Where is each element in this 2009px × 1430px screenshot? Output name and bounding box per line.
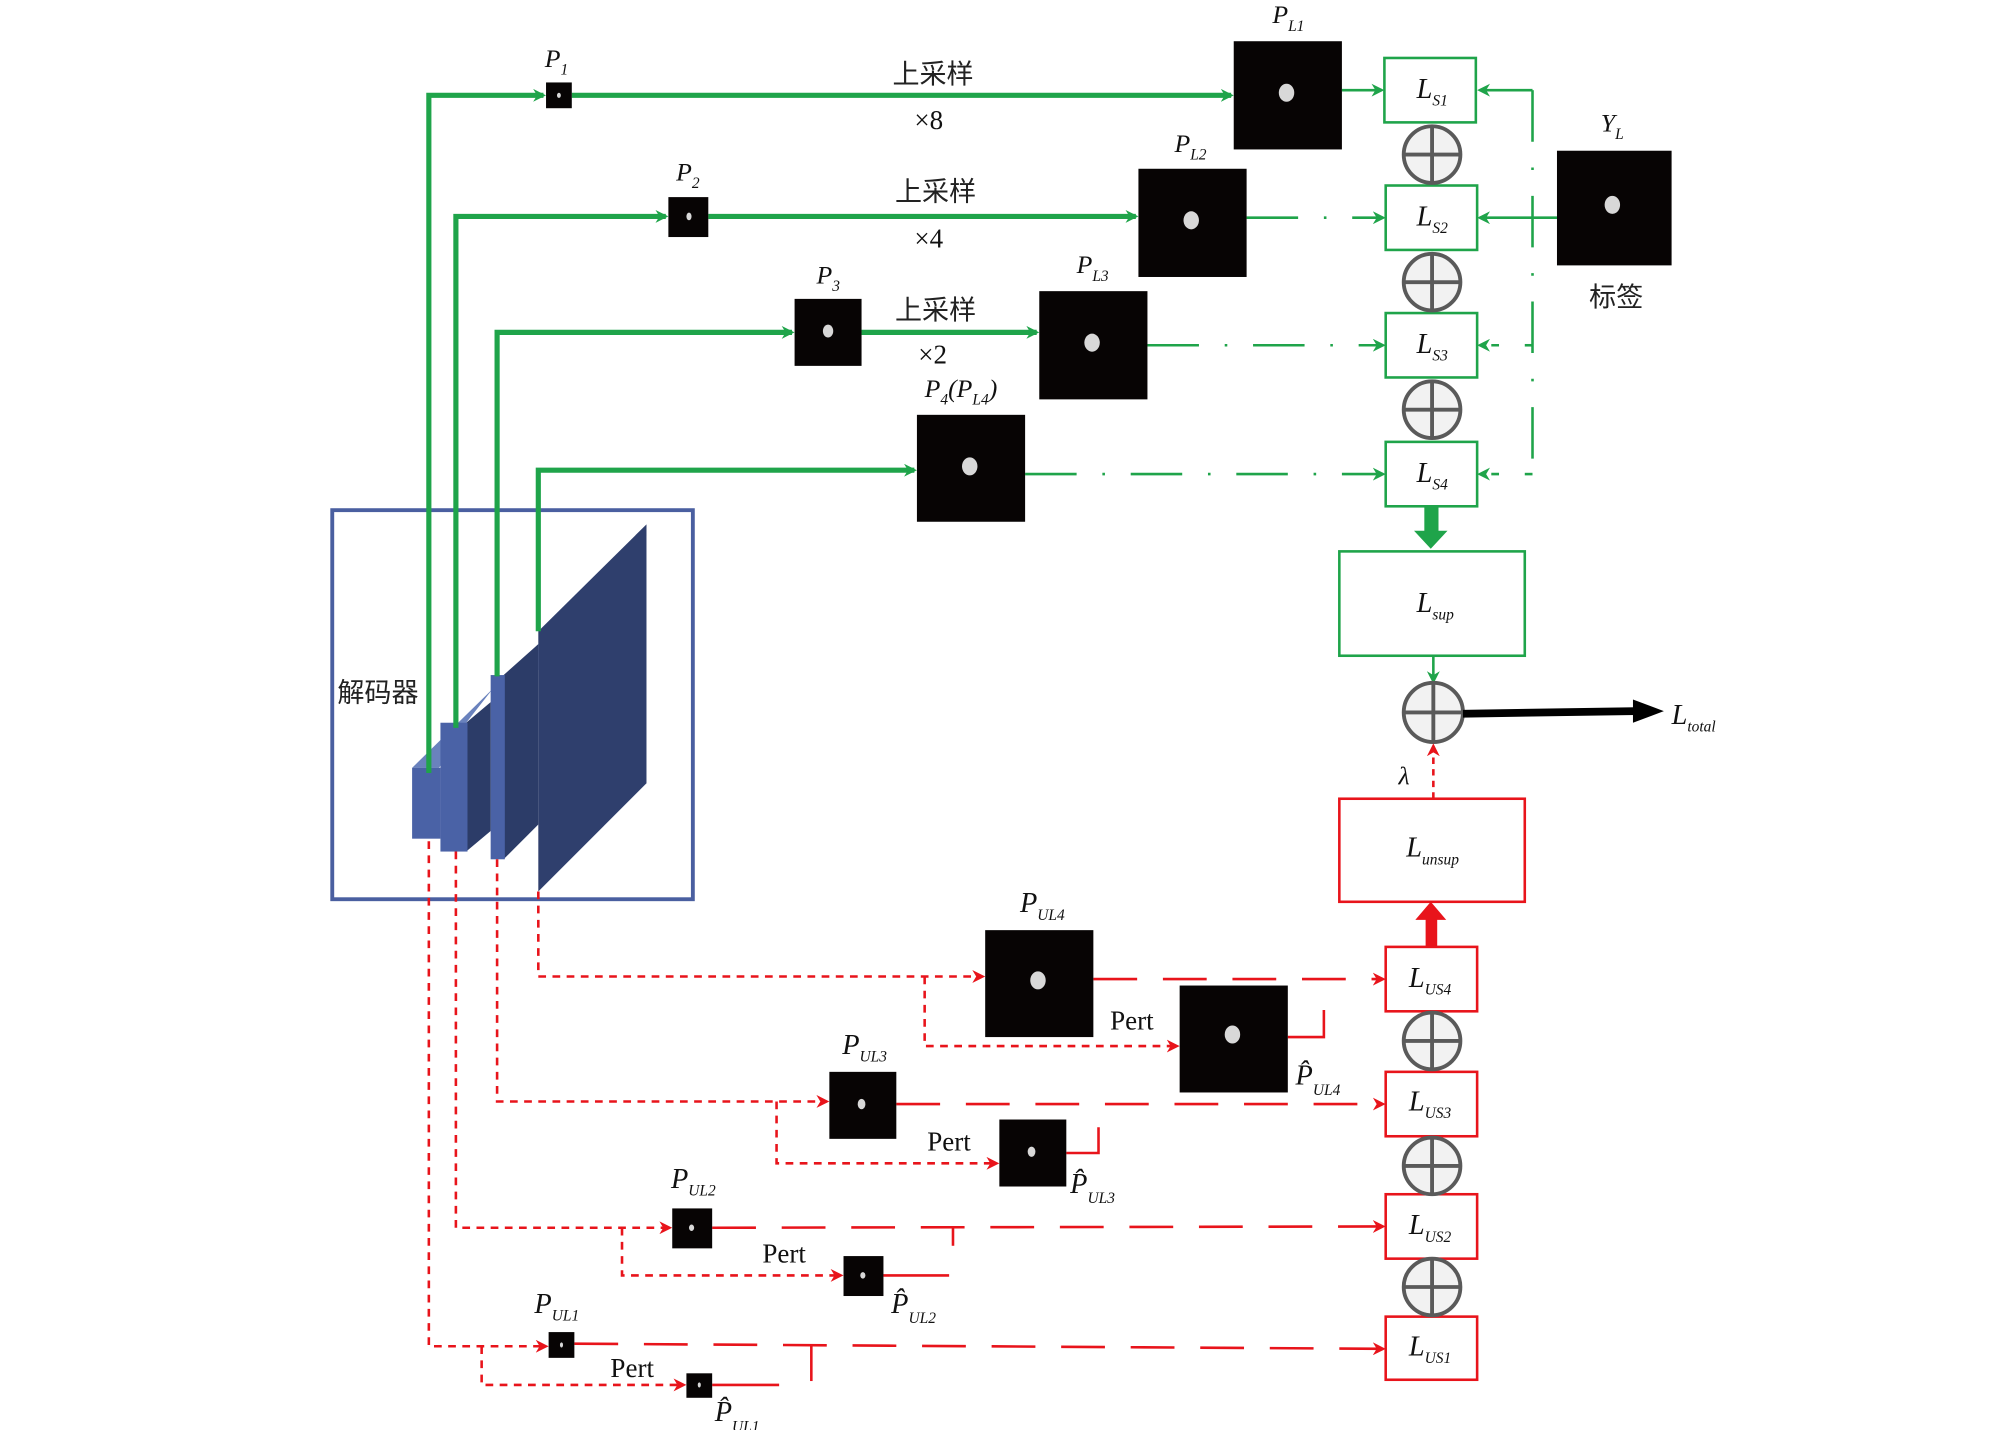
upsample-scale-4: ×4 bbox=[914, 223, 943, 253]
pert-label-4: Pert bbox=[1110, 1005, 1154, 1035]
phul4-label: P̂UL4 bbox=[1295, 1061, 1341, 1099]
svg-text:LS1: LS1 bbox=[1416, 74, 1448, 110]
arrow-to-p2 bbox=[453, 209, 669, 728]
decoder: 解码器 bbox=[330, 508, 695, 902]
upsample-label-2: 上采样 bbox=[895, 295, 976, 326]
unsupervised-branch: Lunsup PUL4 P̂UL4 PUL3 P̂UL3 PUL2 P̂UL2 … bbox=[427, 797, 1527, 1430]
decoder-layer-2 bbox=[440, 722, 468, 852]
loss-ls3: LS3 bbox=[1384, 311, 1479, 379]
svg-text:LUS3: LUS3 bbox=[1408, 1087, 1452, 1123]
sum-icon bbox=[1401, 680, 1465, 744]
pl1-label: PL1 bbox=[1271, 0, 1304, 35]
loss-lunsup: Lunsup bbox=[1338, 797, 1527, 904]
svg-text:LS2: LS2 bbox=[1416, 201, 1448, 237]
loss-ls2: LS2 bbox=[1384, 184, 1479, 252]
thick-arrow-to-lunsup bbox=[1415, 901, 1447, 947]
decoder-side-face-2 bbox=[466, 702, 491, 852]
yl-label: YL bbox=[1601, 108, 1624, 143]
arrow-to-pul2 bbox=[454, 851, 673, 1235]
loss-lus2: LUS2 bbox=[1384, 1192, 1479, 1260]
upsample-label-4: 上采样 bbox=[895, 177, 976, 208]
thick-arrow-to-lsup bbox=[1414, 506, 1448, 549]
pul1-label: PUL1 bbox=[533, 1289, 579, 1325]
upsample-scale-2: ×2 bbox=[918, 339, 947, 369]
phul3-link bbox=[1066, 1127, 1100, 1155]
svg-text:LS3: LS3 bbox=[1416, 329, 1448, 365]
loss-lus1: LUS1 bbox=[1384, 1315, 1479, 1382]
arrow-pul1-to-lus1 bbox=[574, 1342, 1386, 1356]
p3-label: P3 bbox=[815, 260, 840, 295]
sum-icon bbox=[1401, 1010, 1463, 1072]
pert-label-3: Pert bbox=[927, 1126, 971, 1156]
arrow-to-pul1 bbox=[427, 841, 549, 1353]
decoder-label: 解码器 bbox=[337, 678, 418, 709]
loss-ls1: LS1 bbox=[1383, 56, 1478, 124]
arrow-to-pul4 bbox=[537, 891, 986, 983]
total-arrow bbox=[1462, 707, 1636, 718]
phul1-label: P̂UL1 bbox=[714, 1397, 760, 1430]
upsample-scale-8: ×8 bbox=[914, 105, 943, 135]
svg-text:LUS4: LUS4 bbox=[1408, 963, 1452, 999]
svg-text:LUS1: LUS1 bbox=[1408, 1331, 1451, 1367]
decoder-frame bbox=[330, 508, 695, 902]
decoder-layer-3 bbox=[490, 675, 505, 860]
arrow-to-p3 bbox=[494, 325, 795, 677]
pert-arrow-2 bbox=[620, 1227, 844, 1282]
sum-icon bbox=[1401, 251, 1463, 313]
arrow-to-p4 bbox=[535, 463, 917, 632]
pl2-label: PL2 bbox=[1173, 129, 1206, 164]
sum-icon bbox=[1401, 1256, 1463, 1318]
supervised-branch: P1 P2 P3 P4(PL4) PL1 PL2 PL3 YL 标签 上采样 ×… bbox=[426, 0, 1672, 773]
phul2-label: P̂UL2 bbox=[890, 1289, 936, 1327]
p1-label: P1 bbox=[544, 44, 568, 79]
sum-icon bbox=[1401, 1135, 1463, 1197]
arrow-to-pul3 bbox=[495, 859, 830, 1108]
lambda-label: λ bbox=[1398, 762, 1410, 791]
phul3-label: P̂UL3 bbox=[1069, 1169, 1115, 1207]
sum-icon bbox=[1401, 124, 1463, 185]
pert-arrow-1 bbox=[480, 1346, 687, 1392]
p4-label: P4(PL4) bbox=[924, 374, 998, 409]
svg-text:Lsup: Lsup bbox=[1416, 588, 1454, 624]
pul3-label: PUL3 bbox=[841, 1030, 887, 1066]
arrow-pul2-to-lus2 bbox=[712, 1220, 1386, 1233]
label-caption: 标签 bbox=[1589, 283, 1643, 314]
decoder-layer-4 bbox=[538, 524, 647, 892]
loss-lsup: Lsup bbox=[1338, 550, 1527, 658]
total-loss: Ltotal λ bbox=[1398, 680, 1716, 799]
p2-label: P2 bbox=[675, 157, 700, 192]
loss-lus4: LUS4 bbox=[1384, 945, 1479, 1013]
svg-text:Lunsup: Lunsup bbox=[1405, 833, 1459, 869]
loss-lus3: LUS3 bbox=[1384, 1070, 1479, 1138]
upsample-label-8: 上采样 bbox=[892, 60, 973, 91]
total-arrow-head bbox=[1632, 699, 1664, 723]
pert-label-1: Pert bbox=[610, 1353, 654, 1383]
pert-label-2: Pert bbox=[762, 1239, 806, 1269]
pl3-label: PL3 bbox=[1076, 250, 1109, 285]
arrow-to-p1 bbox=[426, 88, 547, 773]
l-total-label: Ltotal bbox=[1671, 700, 1716, 736]
svg-text:LUS2: LUS2 bbox=[1408, 1210, 1452, 1246]
decoder-layer-1 bbox=[412, 767, 441, 839]
pul4-label: PUL4 bbox=[1019, 888, 1065, 924]
svg-text:LS4: LS4 bbox=[1416, 458, 1448, 494]
phul4-link bbox=[1287, 1010, 1326, 1039]
pul2-label: PUL2 bbox=[670, 1164, 716, 1200]
decoder-side-face-3 bbox=[503, 644, 539, 860]
sum-icon bbox=[1401, 379, 1463, 440]
loss-ls4: LS4 bbox=[1384, 440, 1479, 508]
pert-arrow-3 bbox=[775, 1101, 1000, 1170]
